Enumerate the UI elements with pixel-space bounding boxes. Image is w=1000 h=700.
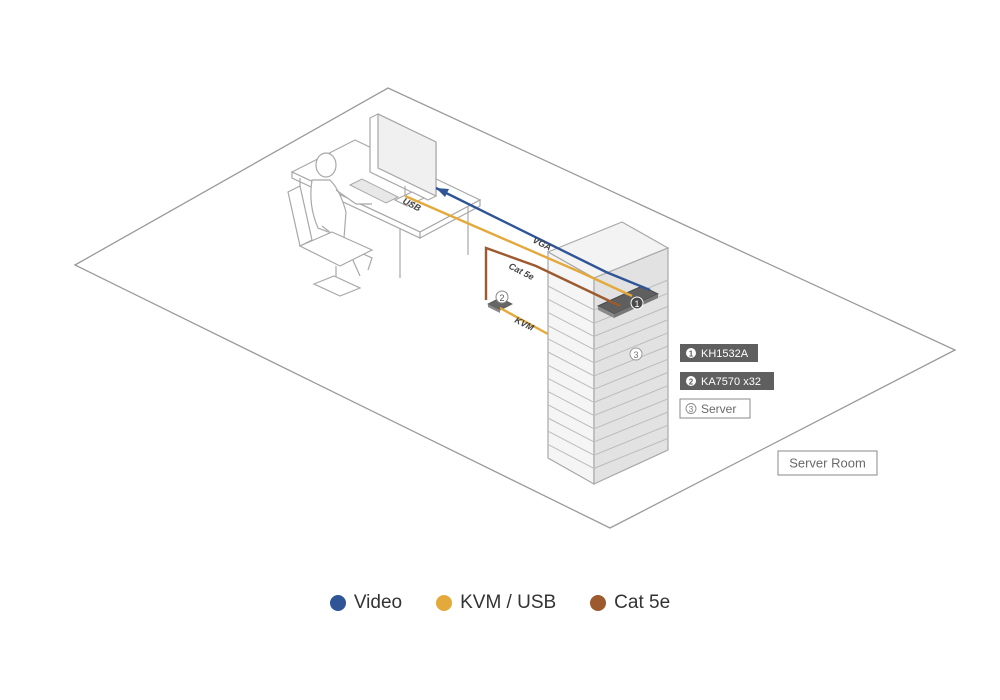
svg-text:1: 1 [634,299,639,309]
rack-shelf-line [547,411,669,443]
kh1532a-marker: 1 [630,296,644,310]
svg-text:1: 1 [689,350,694,359]
server-room-label: Server Room [777,450,878,476]
legend-item-video: Video [329,592,403,614]
legend-swatch-kvm-usb [436,595,453,611]
kh1532a-label: 1 KH1532A [680,344,758,362]
server-label: 3 Server [679,398,751,419]
svg-text:Server Room: Server Room [789,456,866,471]
kvm-cable [499,306,549,336]
legend-label-kvm-usb: KVM / USB [460,592,557,613]
cat5e-cable [484,246,621,308]
legend-swatch-video [329,595,346,611]
rack-shelf-line [547,358,669,390]
ka7570-marker: 2 [495,290,509,304]
rack-shelf-line [547,385,669,417]
legend: Video KVM / USB Cat 5e [0,592,1000,614]
ka7570-label: 2 KA7570 x32 [680,372,774,390]
rack-shelf-line [547,371,669,403]
keyboard [348,178,400,204]
vga-cable-label: VGA [531,235,553,253]
svg-text:KA7570 x32: KA7570 x32 [701,376,761,388]
legend-item-cat5e: Cat 5e [590,592,670,614]
usb-cable [404,194,633,298]
rack-shelf-line [547,305,669,337]
chair [287,185,374,297]
server-marker: 3 [629,347,643,361]
legend-item-kvm-usb: KVM / USB [436,592,556,614]
monitor [369,113,437,207]
rack-shelf-line [547,319,669,351]
legend-label-video: Video [353,592,403,613]
legend-swatch-cat5e [590,595,607,611]
rack-shelf-line [547,424,669,456]
svg-text:KH1532A: KH1532A [701,348,749,360]
rack-shelf-line [547,345,669,377]
rack-shelf-line [547,332,669,364]
kvm-cable-label: KVM [513,315,536,333]
svg-text:2: 2 [689,378,694,387]
legend-label-cat5e: Cat 5e [614,592,671,613]
vga-cable [435,186,651,292]
rack-shelf-line [547,437,669,469]
rack-shelf-line [547,398,669,430]
svg-text:Server: Server [701,402,736,416]
vga-arrowhead [436,188,449,197]
svg-text:2: 2 [499,293,504,303]
svg-text:3: 3 [633,350,638,360]
svg-text:3: 3 [689,405,694,414]
server-room-floor [73,87,957,529]
